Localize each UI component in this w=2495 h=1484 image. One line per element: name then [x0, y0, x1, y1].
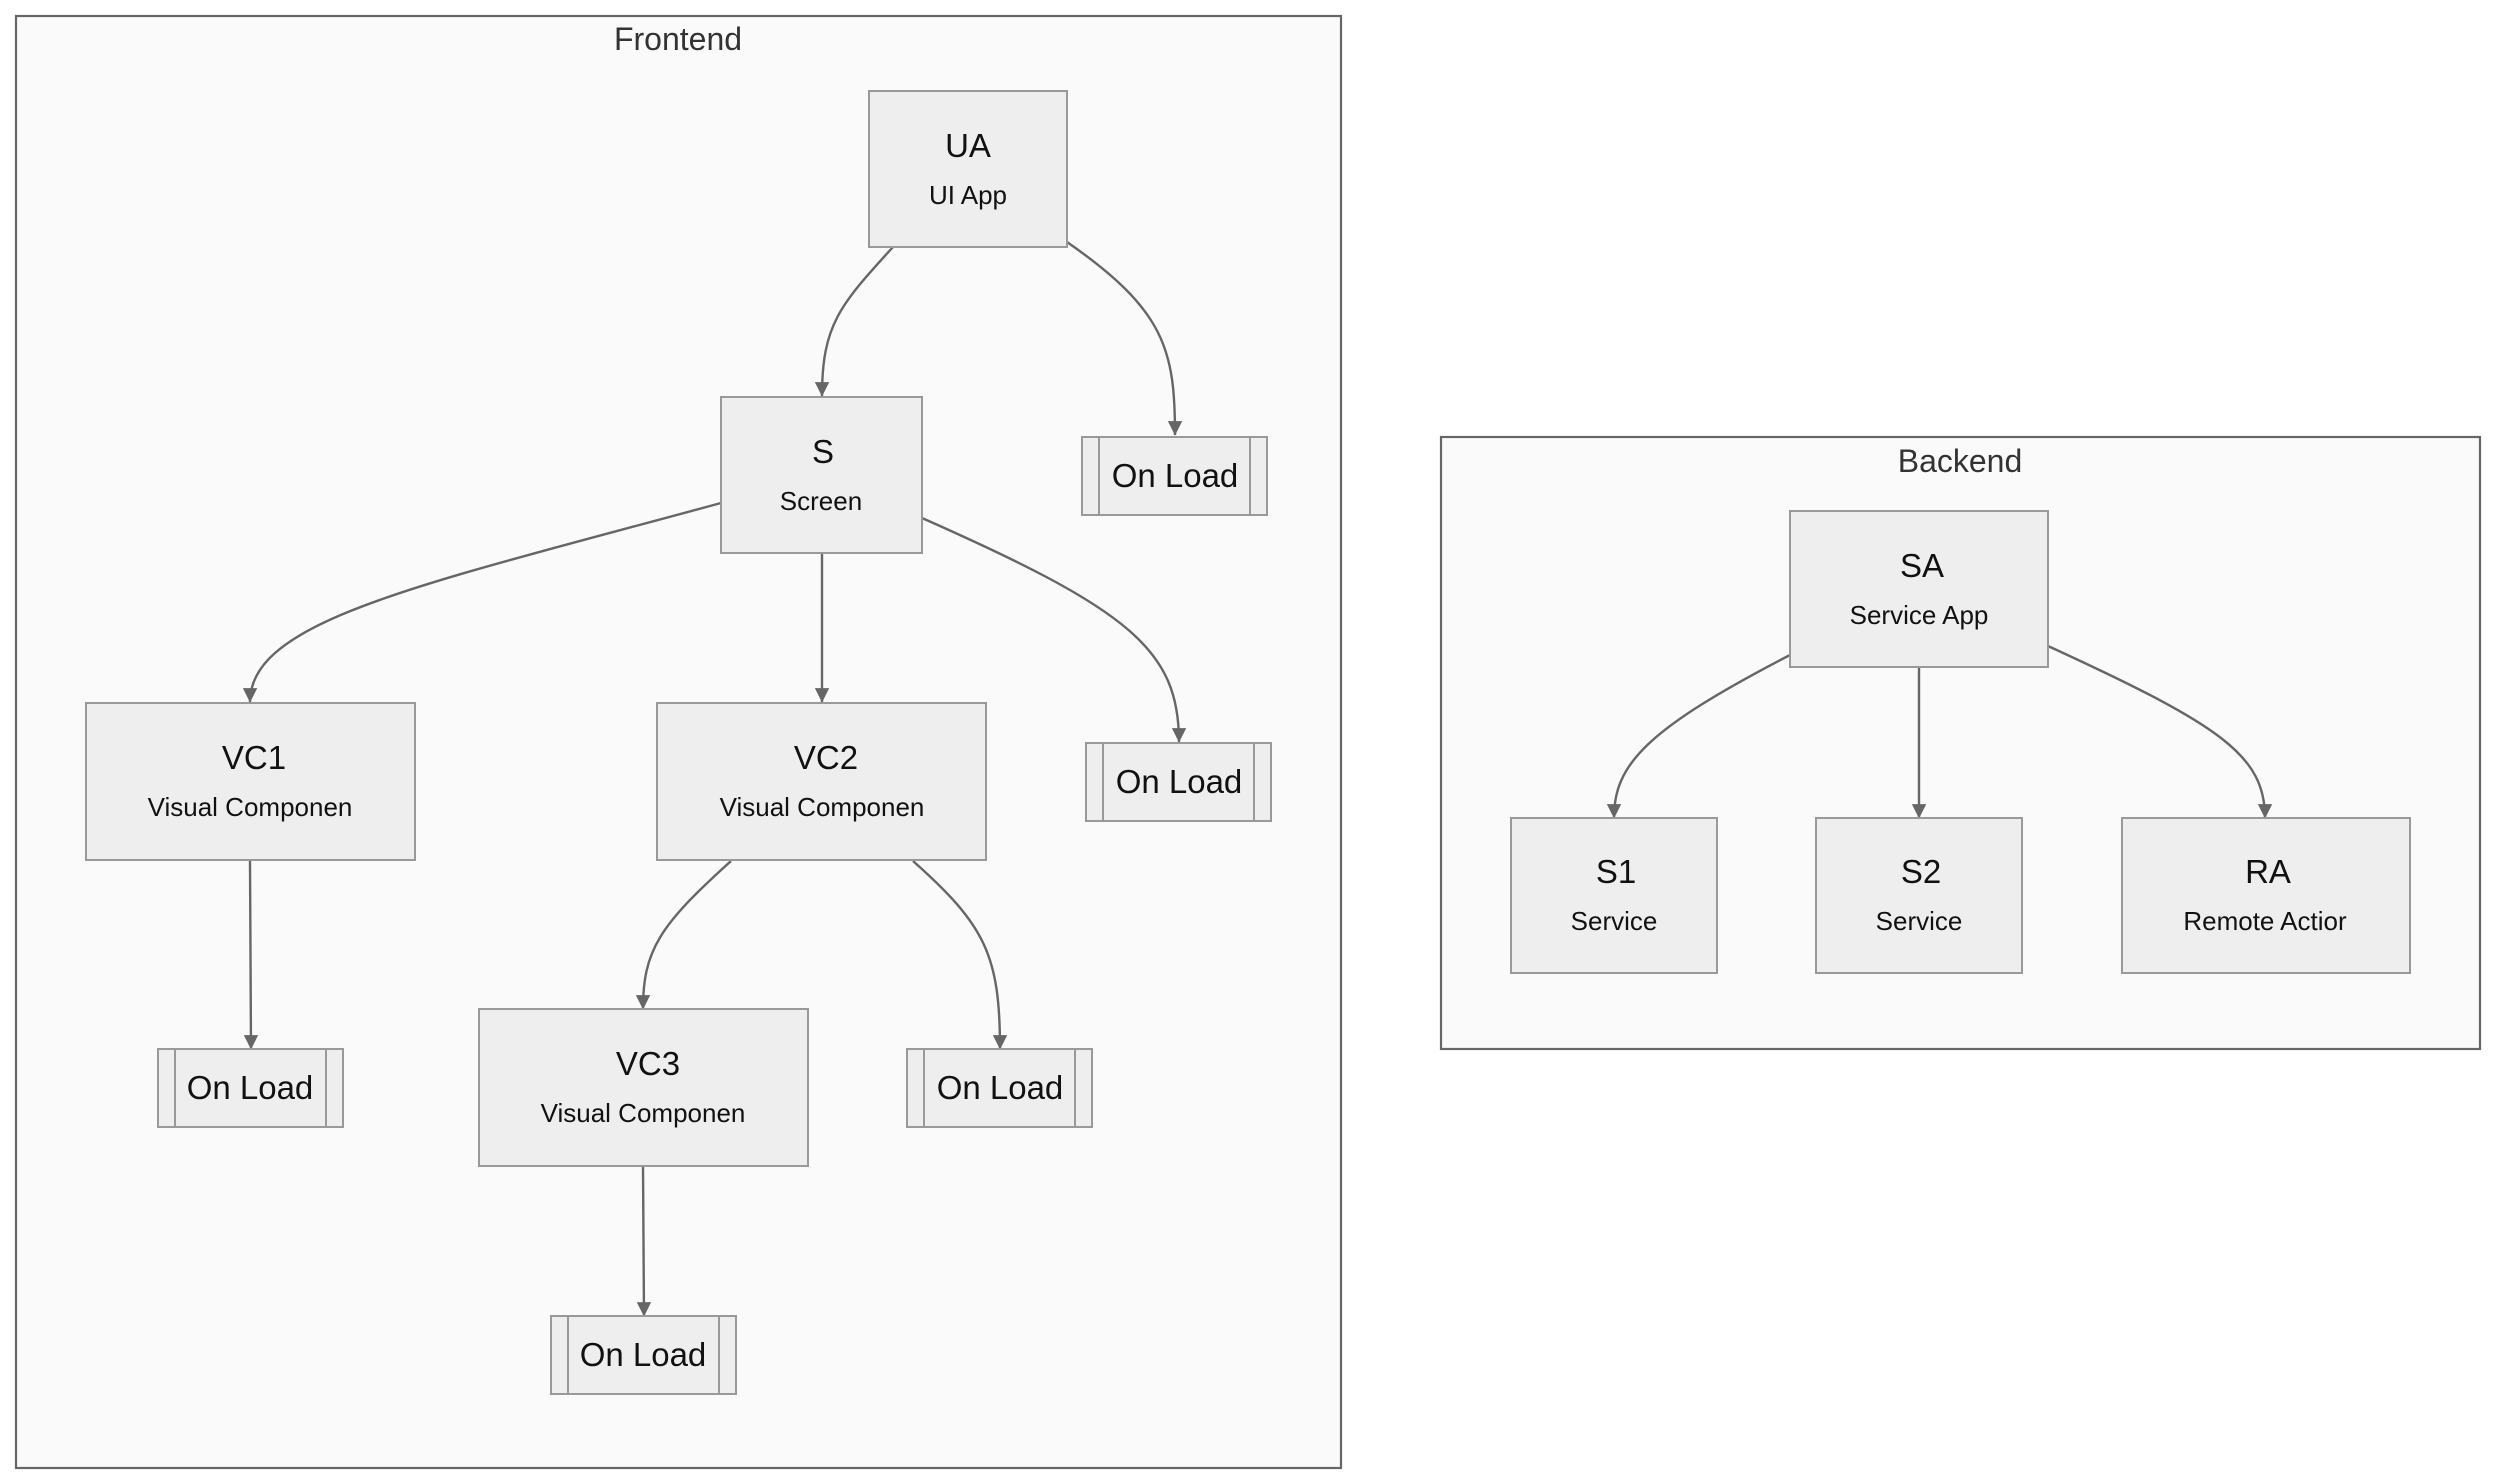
node-s2[interactable]: S2 Service — [1815, 817, 2023, 974]
node-vc2-subtitle: Visual Componen — [720, 792, 925, 822]
edge-ua-onload — [1066, 241, 1183, 436]
subroutine-vc2-onload[interactable]: On Load — [906, 1048, 1093, 1128]
edge-vc2-onload — [912, 860, 1008, 1050]
node-ra-title: RA — [2245, 853, 2291, 890]
node-s-subtitle: Screen — [780, 486, 862, 516]
node-s1-subtitle: Service — [1571, 906, 1658, 936]
node-s1[interactable]: S1 Service — [1510, 817, 1718, 974]
node-vc3-subtitle: Visual Componen — [541, 1098, 746, 1128]
node-ra-subtitle: Remote Actior — [2183, 906, 2347, 936]
node-ra[interactable]: RA Remote Actior — [2121, 817, 2411, 974]
subroutine-vc3-onload[interactable]: On Load — [550, 1315, 737, 1395]
subroutine-ua-onload-label: On Load — [1112, 457, 1239, 494]
edge-s-vc1 — [242, 501, 722, 703]
node-sa-title: SA — [1900, 547, 1944, 584]
edge-ua-s — [814, 246, 894, 397]
subroutine-vc3-onload-label: On Load — [580, 1336, 707, 1373]
edge-vc3-onload — [636, 1165, 652, 1317]
node-s2-title: S2 — [1901, 853, 1941, 890]
node-vc1-subtitle: Visual Componen — [148, 792, 353, 822]
subroutine-vc2-onload-label: On Load — [937, 1069, 1064, 1106]
node-s[interactable]: S Screen — [720, 396, 923, 554]
subroutine-vc1-onload[interactable]: On Load — [157, 1048, 344, 1128]
node-vc3[interactable]: VC3 Visual Componen — [478, 1008, 809, 1167]
edge-sa-s1 — [1606, 653, 1791, 819]
node-s-title: S — [812, 433, 834, 470]
node-s2-subtitle: Service — [1876, 906, 1963, 936]
node-vc1-title: VC1 — [222, 739, 286, 776]
edge-vc2-vc3 — [635, 860, 732, 1010]
edge-sa-ra — [2047, 644, 2273, 819]
subroutine-vc1-onload-label: On Load — [187, 1069, 314, 1106]
node-vc2[interactable]: VC2 Visual Componen — [656, 702, 987, 861]
node-vc2-title: VC2 — [794, 739, 858, 776]
cluster-frontend-title: Frontend — [614, 21, 742, 57]
edge-s-onload — [921, 516, 1187, 743]
subroutine-s-onload[interactable]: On Load — [1085, 742, 1272, 822]
node-sa-subtitle: Service App — [1850, 600, 1989, 630]
subroutine-s-onload-label: On Load — [1116, 763, 1243, 800]
node-s1-title: S1 — [1596, 853, 1636, 890]
edge-vc1-onload — [243, 860, 259, 1050]
subroutine-ua-onload[interactable]: On Load — [1081, 436, 1268, 516]
node-ua-subtitle: UI App — [929, 180, 1007, 210]
edges — [242, 241, 2273, 1317]
node-sa[interactable]: SA Service App — [1789, 510, 2049, 668]
node-ua-title: UA — [945, 127, 991, 164]
node-vc1[interactable]: VC1 Visual Componen — [85, 702, 416, 861]
node-ua[interactable]: UA UI App — [868, 90, 1068, 248]
node-vc3-title: VC3 — [616, 1045, 680, 1082]
cluster-backend-title: Backend — [1898, 443, 2023, 479]
